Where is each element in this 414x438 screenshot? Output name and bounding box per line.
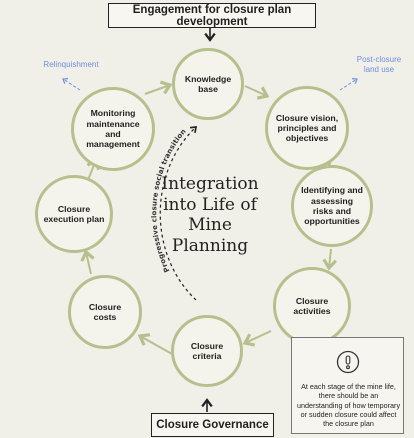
center-title: Integration into Life of Mine Planning: [161, 174, 259, 257]
progressive-closure-arc: [159, 126, 198, 301]
node-label: Monitoring maintenance and management: [86, 108, 140, 150]
exclamation-icon: [336, 350, 360, 374]
node-closure-vision: Closure vision, principles and objective…: [265, 86, 349, 170]
node-closure-execution-plan: Closure execution plan: [35, 175, 113, 253]
governance-label: Closure Governance: [156, 419, 269, 431]
arrow-post-closure: [339, 78, 358, 91]
node-closure-activities: Closure activities: [273, 267, 351, 345]
engagement-box: Engagement for closure plan development: [108, 3, 316, 28]
node-closure-criteria: Closure criteria: [171, 315, 243, 387]
node-label: Identifying and assessing risks and oppo…: [301, 185, 363, 227]
governance-box: Closure Governance: [151, 413, 274, 437]
node-knowledge-base: Knowledge base: [172, 48, 244, 120]
relinquishment-label: Relinquishment: [43, 60, 99, 69]
node-label: Closure criteria: [190, 340, 224, 361]
arrow-relinquishment: [62, 78, 81, 91]
node-label: Closure activities: [293, 295, 331, 316]
arrow-costs-to-execution: [80, 249, 95, 275]
arrow-monitoring-to-knowledge: [144, 80, 173, 95]
arrow-activities-to-criteria: [242, 330, 272, 347]
node-label: Closure costs: [88, 301, 122, 322]
note-box: At each stage of the mine life, there sh…: [291, 337, 404, 434]
note-text: At each stage of the mine life, there sh…: [296, 382, 401, 429]
node-closure-costs: Closure costs: [68, 275, 142, 349]
node-monitoring: Monitoring maintenance and management: [71, 87, 155, 171]
engagement-label: Engagement for closure plan development: [132, 3, 292, 28]
node-label: Closure vision, principles and objective…: [275, 112, 339, 144]
arrow-knowledge-to-vision: [244, 85, 270, 100]
node-label: Knowledge base: [184, 73, 232, 94]
node-label: Closure execution plan: [43, 203, 105, 224]
arrow-criteria-to-costs: [137, 333, 173, 355]
node-identifying-risks: Identifying and assessing risks and oppo…: [291, 165, 373, 247]
arrow-risks-to-activities: [322, 248, 337, 271]
post-closure-label: Post-closure land use: [356, 55, 402, 74]
